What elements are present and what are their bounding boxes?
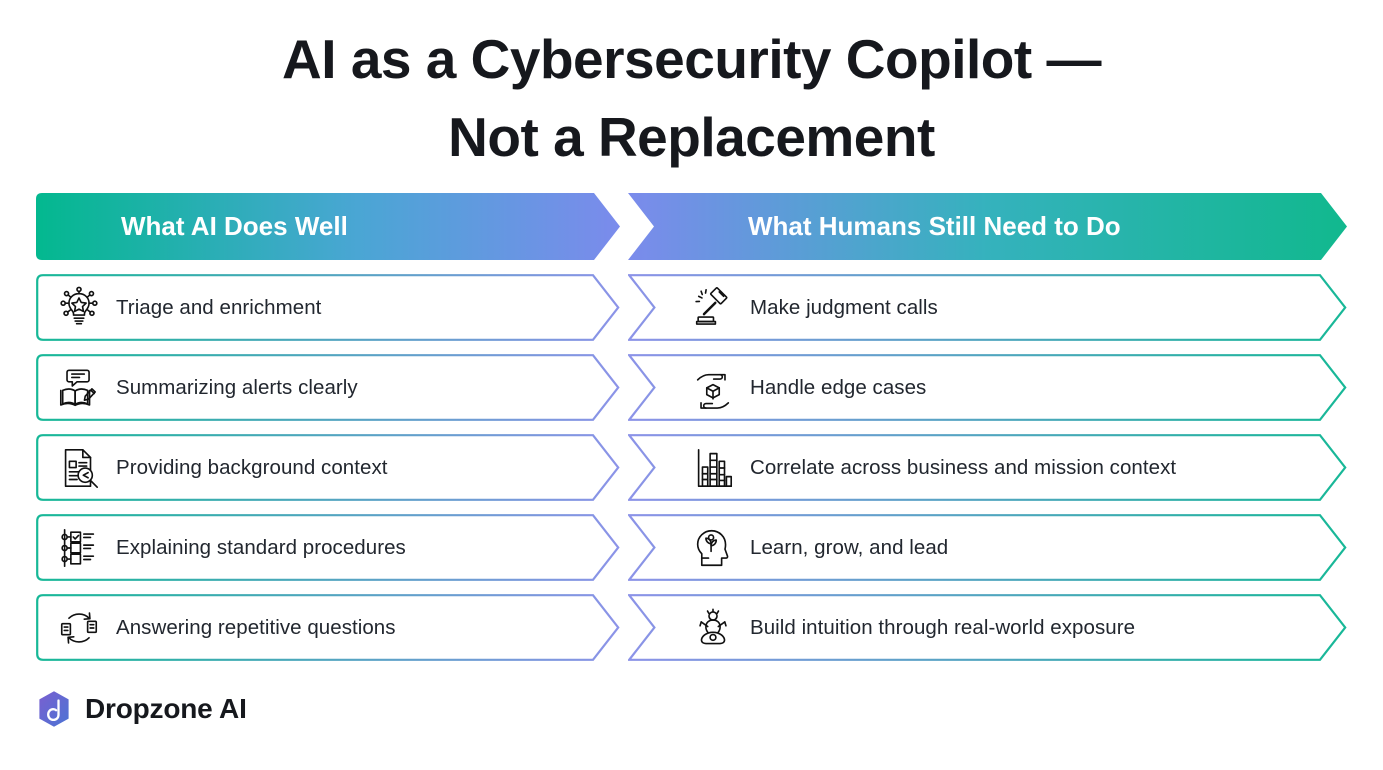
left-row-arrow-shape [36, 594, 620, 661]
right-item-cell[interactable]: Build intuition through real-world expos… [628, 594, 1347, 661]
left-header-label: What AI Does Well [121, 211, 348, 241]
right-row-arrow-shape [628, 594, 1347, 661]
title-line-2: Not a Replacement [448, 106, 935, 169]
right-header-label: What Humans Still Need to Do [748, 211, 1121, 241]
right-column-header: What Humans Still Need to Do [628, 193, 1347, 260]
book-speech-pencil-icon [56, 365, 102, 411]
left-item-label: Summarizing alerts clearly [116, 375, 358, 399]
left-row-arrow-shape [36, 434, 620, 501]
right-item-label: Correlate across business and mission co… [750, 455, 1177, 479]
head-plant-growth-icon [690, 525, 736, 571]
left-item-cell[interactable]: Triage and enrichment [36, 274, 620, 341]
left-item-label: Answering repetitive questions [116, 615, 396, 639]
table-row: Summarizing alerts clearly [36, 354, 1347, 421]
right-row-arrow-shape [628, 434, 1347, 501]
right-item-cell[interactable]: Handle edge cases [628, 354, 1347, 421]
right-item-cell[interactable]: Learn, grow, and lead [628, 514, 1347, 581]
left-item-cell[interactable]: Answering repetitive questions [36, 594, 620, 661]
table-row: Explaining standard procedures [36, 514, 1347, 581]
lightbulb-star-icon [56, 285, 102, 331]
left-item-cell[interactable]: Providing background context [36, 434, 620, 501]
left-item-cell[interactable]: Summarizing alerts clearly [36, 354, 620, 421]
bar-chart-icon [690, 445, 736, 491]
right-header-arrow-shape [628, 193, 1347, 260]
right-item-label: Handle edge cases [750, 375, 927, 399]
comparison-flow: What AI Does Well What Humans Still Need… [36, 193, 1347, 674]
left-column-header: What AI Does Well [36, 193, 620, 260]
right-row-arrow-shape [628, 354, 1347, 421]
left-item-label: Triage and enrichment [116, 295, 322, 319]
left-header-arrow-shape [36, 193, 620, 260]
table-row: Providing background context [36, 434, 1347, 501]
left-row-arrow-shape [36, 354, 620, 421]
dropzone-hexagon-logo [36, 690, 72, 728]
document-magnifier-icon [56, 445, 102, 491]
cycle-arrows-icon [56, 605, 102, 651]
right-item-label: Make judgment calls [750, 295, 938, 319]
right-item-label: Build intuition through real-world expos… [750, 615, 1136, 639]
table-row: Answering repetitive questions [36, 594, 1347, 661]
left-row-arrow-shape [36, 274, 620, 341]
right-item-label: Learn, grow, and lead [750, 535, 949, 559]
table-row: Triage and enrichment [36, 274, 1347, 341]
left-row-arrow-shape [36, 514, 620, 581]
title-line-1: AI as a Cybersecurity Copilot — [282, 28, 1101, 90]
right-row-arrow-shape [628, 274, 1347, 341]
left-item-cell[interactable]: Explaining standard procedures [36, 514, 620, 581]
left-item-label: Providing background context [116, 455, 388, 479]
checklist-flow-icon [56, 525, 102, 571]
meditating-person-icon [690, 605, 736, 651]
column-headers: What AI Does Well What Humans Still Need… [36, 193, 1347, 260]
hand-holding-cube-icon [690, 365, 736, 411]
right-item-cell[interactable]: Correlate across business and mission co… [628, 434, 1347, 501]
page-title: AI as a Cybersecurity Copilot — Not a Re… [0, 0, 1383, 176]
brand-name: Dropzone AI [85, 693, 247, 724]
gavel-icon [690, 285, 736, 331]
right-row-arrow-shape [628, 514, 1347, 581]
footer-brand: Dropzone AI [36, 690, 247, 728]
right-item-cell[interactable]: Make judgment calls [628, 274, 1347, 341]
left-item-label: Explaining standard procedures [116, 535, 406, 559]
